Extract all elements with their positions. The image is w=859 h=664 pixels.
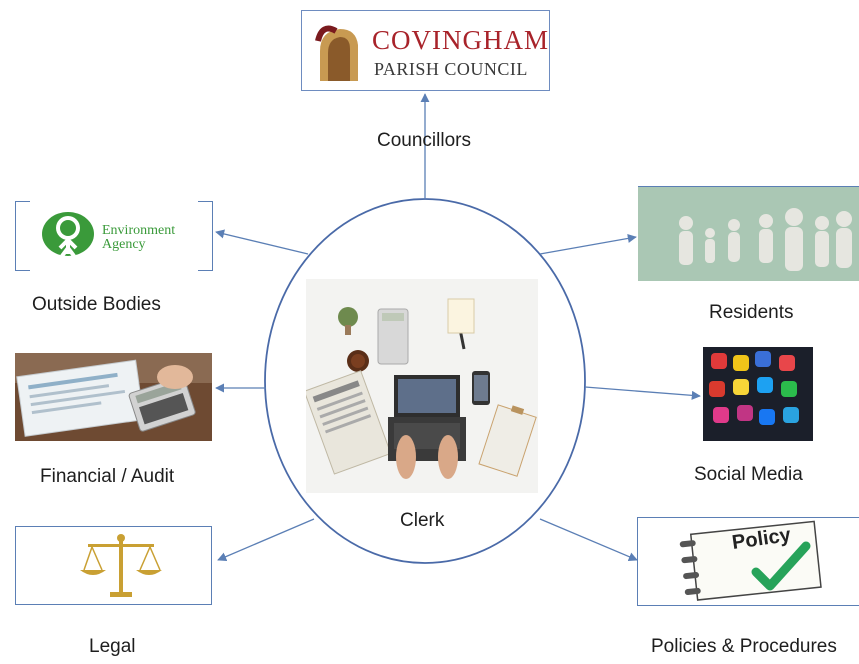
connector-social-media bbox=[584, 386, 701, 400]
clerk-label: Clerk bbox=[400, 510, 445, 531]
clerk-desk-image bbox=[303, 279, 538, 493]
connector-legal bbox=[217, 518, 315, 561]
policy-notebook-icon bbox=[679, 520, 822, 601]
scales-of-justice-icon bbox=[80, 534, 162, 597]
connector-outside-bodies bbox=[215, 229, 309, 255]
social-media-label: Social Media bbox=[694, 464, 803, 485]
policies-procedures-label: Policies & Procedures bbox=[651, 636, 837, 657]
environment-agency-tree-icon bbox=[42, 212, 94, 258]
residents-image bbox=[638, 186, 859, 281]
legal-label: Legal bbox=[89, 636, 136, 657]
covingham-logo-line1: COVINGHAM bbox=[372, 25, 549, 55]
connector-residents bbox=[539, 233, 637, 255]
covingham-crest-icon bbox=[315, 25, 358, 81]
councillors-label: Councillors bbox=[377, 130, 471, 151]
connector-policies bbox=[539, 518, 638, 562]
environment-agency-line1: Environment bbox=[102, 223, 176, 238]
financial-audit-label: Financial / Audit bbox=[40, 466, 175, 487]
covingham-logo-line2: PARISH COUNCIL bbox=[374, 59, 528, 79]
residents-label: Residents bbox=[709, 302, 794, 323]
legal-box bbox=[15, 526, 212, 605]
outside-bodies-label: Outside Bodies bbox=[32, 294, 161, 315]
social-media-image bbox=[703, 347, 813, 441]
policies-box: Policy bbox=[637, 517, 859, 606]
financial-audit-image bbox=[15, 353, 212, 441]
environment-agency-box: Environment Agency bbox=[15, 201, 213, 271]
environment-agency-line2: Agency bbox=[102, 237, 146, 252]
covingham-logo-box: COVINGHAM PARISH COUNCIL bbox=[301, 10, 550, 91]
